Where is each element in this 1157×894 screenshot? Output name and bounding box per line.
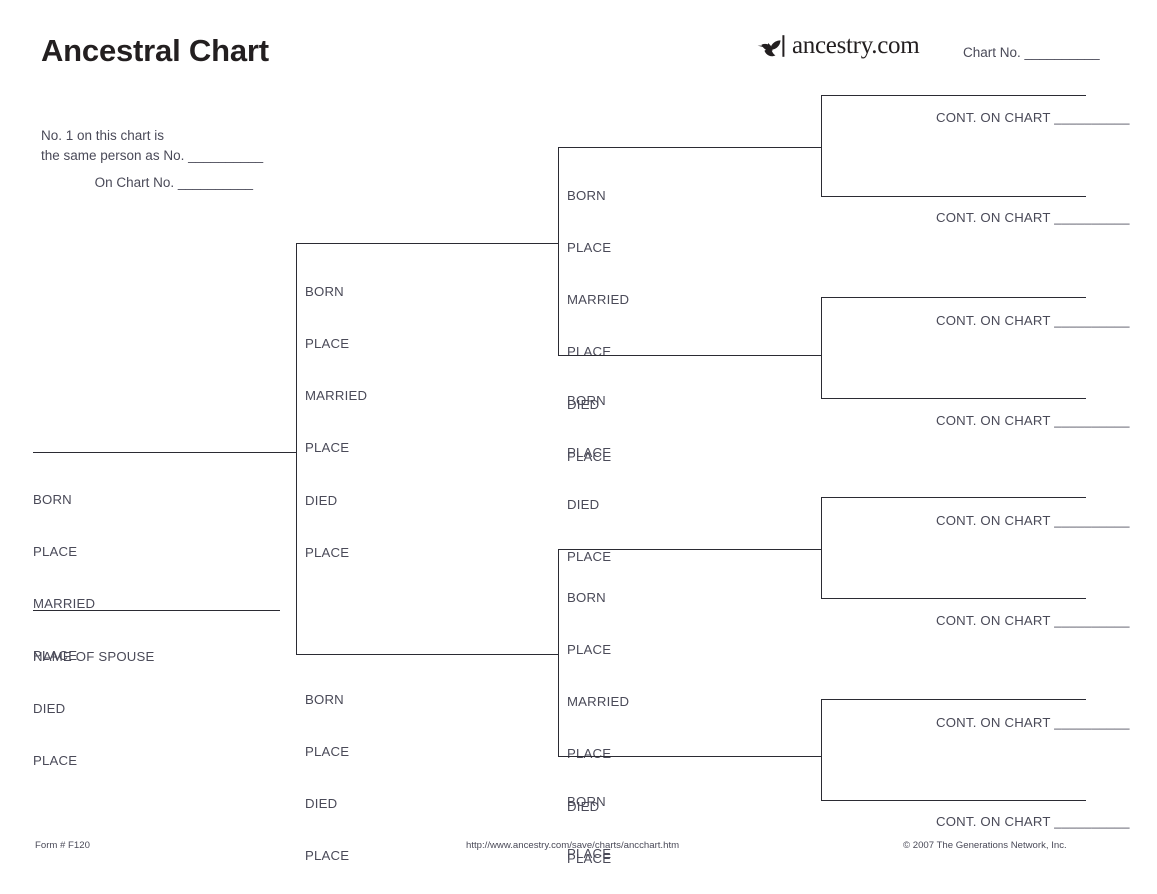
field-died: DIED	[33, 700, 66, 716]
field-married: MARRIED	[305, 388, 368, 404]
field-place: PLACE	[305, 848, 350, 864]
gen4-name-line-3[interactable]	[821, 297, 1086, 298]
gen3-mgm-fields: BORN PLACE DIED PLACE	[567, 758, 611, 894]
gen3-pgf-name-line[interactable]	[558, 147, 821, 148]
connector-gen2-mother-to-gen3	[541, 654, 559, 655]
gen4-cont-on-chart-3[interactable]: CONT. ON CHART __________	[936, 313, 1130, 328]
gen4-cont-on-chart-2[interactable]: CONT. ON CHART __________	[936, 210, 1130, 225]
connector-gen3-pgf-to-gen4	[804, 147, 822, 148]
gen2-mother-fields: BORN PLACE DIED PLACE	[305, 656, 349, 894]
field-place: PLACE	[567, 549, 612, 565]
field-born: BORN	[33, 491, 72, 507]
field-place: PLACE	[33, 648, 78, 664]
field-place: PLACE	[305, 336, 350, 352]
gen2-father-fields: BORN PLACE MARRIED PLACE DIED PLACE	[305, 248, 367, 596]
gen4-cont-on-chart-5[interactable]: CONT. ON CHART __________	[936, 513, 1130, 528]
gen4-name-line-5[interactable]	[821, 497, 1086, 498]
gen4-cont-on-chart-7[interactable]: CONT. ON CHART __________	[936, 715, 1130, 730]
field-place: PLACE	[305, 440, 350, 456]
field-place: PLACE	[567, 448, 612, 464]
on-chart-no-field[interactable]: On Chart No. __________	[94, 175, 253, 190]
ancestry-brand-text: ancestry.com	[792, 32, 920, 59]
footer-copyright: © 2007 The Generations Network, Inc.	[903, 840, 1067, 851]
gen4-name-line-1[interactable]	[821, 95, 1086, 96]
gen1-name-line[interactable]	[33, 452, 296, 453]
gen2-mother-name-line[interactable]	[296, 654, 558, 655]
field-place: PLACE	[567, 240, 612, 256]
field-place: PLACE	[305, 544, 350, 560]
field-died: DIED	[305, 796, 338, 812]
connector-gen3-mgf-to-gen4	[804, 549, 822, 550]
field-married: MARRIED	[567, 694, 630, 710]
field-place: PLACE	[567, 445, 612, 461]
gen4-cont-on-chart-4[interactable]: CONT. ON CHART __________	[936, 413, 1130, 428]
gen3-mgf-name-line[interactable]	[558, 549, 821, 550]
field-place: PLACE	[33, 544, 78, 560]
field-place: PLACE	[567, 642, 612, 658]
field-place: PLACE	[33, 752, 78, 768]
gen3-pgm-name-line[interactable]	[558, 355, 821, 356]
gen4-cont-on-chart-8[interactable]: CONT. ON CHART __________	[936, 814, 1130, 829]
field-married: MARRIED	[567, 292, 630, 308]
page-title: Ancestral Chart	[41, 33, 269, 68]
gen4-spine-a	[821, 95, 822, 196]
gen3-lower-spine	[558, 549, 559, 756]
gen4-name-line-6[interactable]	[821, 598, 1086, 599]
connector-gen1-to-gen2	[280, 452, 297, 453]
gen1-spouse-label-wrap: NAME OF SPOUSE	[33, 613, 155, 700]
field-born: BORN	[567, 589, 606, 605]
connector-gen3-mgm-to-gen4	[804, 756, 822, 757]
gen4-spine-d	[821, 699, 822, 800]
connector-gen3-pgm-to-gen4	[804, 355, 822, 356]
field-place: PLACE	[567, 746, 612, 762]
gen3-pgm-fields: BORN PLACE DIED PLACE	[567, 357, 611, 601]
gen4-name-line-7[interactable]	[821, 699, 1086, 700]
gen3-upper-spine	[558, 147, 559, 355]
gen4-name-line-2[interactable]	[821, 196, 1086, 197]
gen4-cont-on-chart-6[interactable]: CONT. ON CHART __________	[936, 613, 1130, 628]
field-born: BORN	[567, 793, 606, 809]
field-name-of-spouse: NAME OF SPOUSE	[33, 648, 155, 664]
ancestry-leaf-icon	[757, 35, 785, 57]
field-died: DIED	[567, 798, 600, 814]
gen4-cont-on-chart-1[interactable]: CONT. ON CHART __________	[936, 110, 1130, 125]
field-married: MARRIED	[33, 596, 96, 612]
field-born: BORN	[567, 187, 606, 203]
gen4-name-line-4[interactable]	[821, 398, 1086, 399]
gen4-spine-c	[821, 497, 822, 598]
gen1-fields: BORN PLACE MARRIED PLACE DIED PLACE	[33, 456, 95, 804]
gen2-father-name-line[interactable]	[296, 243, 558, 244]
footer-form-number: Form # F120	[35, 840, 90, 851]
field-place: PLACE	[305, 744, 350, 760]
field-died: DIED	[305, 492, 338, 508]
chart-no-field[interactable]: Chart No. __________	[963, 45, 1100, 60]
field-born: BORN	[305, 691, 344, 707]
field-born: BORN	[567, 392, 606, 408]
gen4-name-line-8[interactable]	[821, 800, 1086, 801]
field-place: PLACE	[567, 846, 612, 862]
connector-gen2-father-to-gen3	[541, 243, 559, 244]
gen4-spine-b	[821, 297, 822, 398]
field-died: DIED	[567, 396, 600, 412]
field-born: BORN	[305, 283, 344, 299]
gen3-mgf-fields: BORN PLACE MARRIED PLACE DIED PLACE	[567, 554, 629, 894]
footer-url[interactable]: http://www.ancestry.com/save/charts/ancc…	[466, 840, 680, 851]
gen3-mgm-name-line[interactable]	[558, 756, 821, 757]
same-person-note[interactable]: No. 1 on this chart is the same person a…	[41, 128, 264, 163]
gen2-spine	[296, 243, 297, 654]
ancestry-logo: ancestry.com	[757, 30, 920, 62]
field-place: PLACE	[567, 850, 612, 866]
field-died: DIED	[567, 497, 600, 513]
gen1-spouse-line[interactable]	[33, 610, 280, 611]
